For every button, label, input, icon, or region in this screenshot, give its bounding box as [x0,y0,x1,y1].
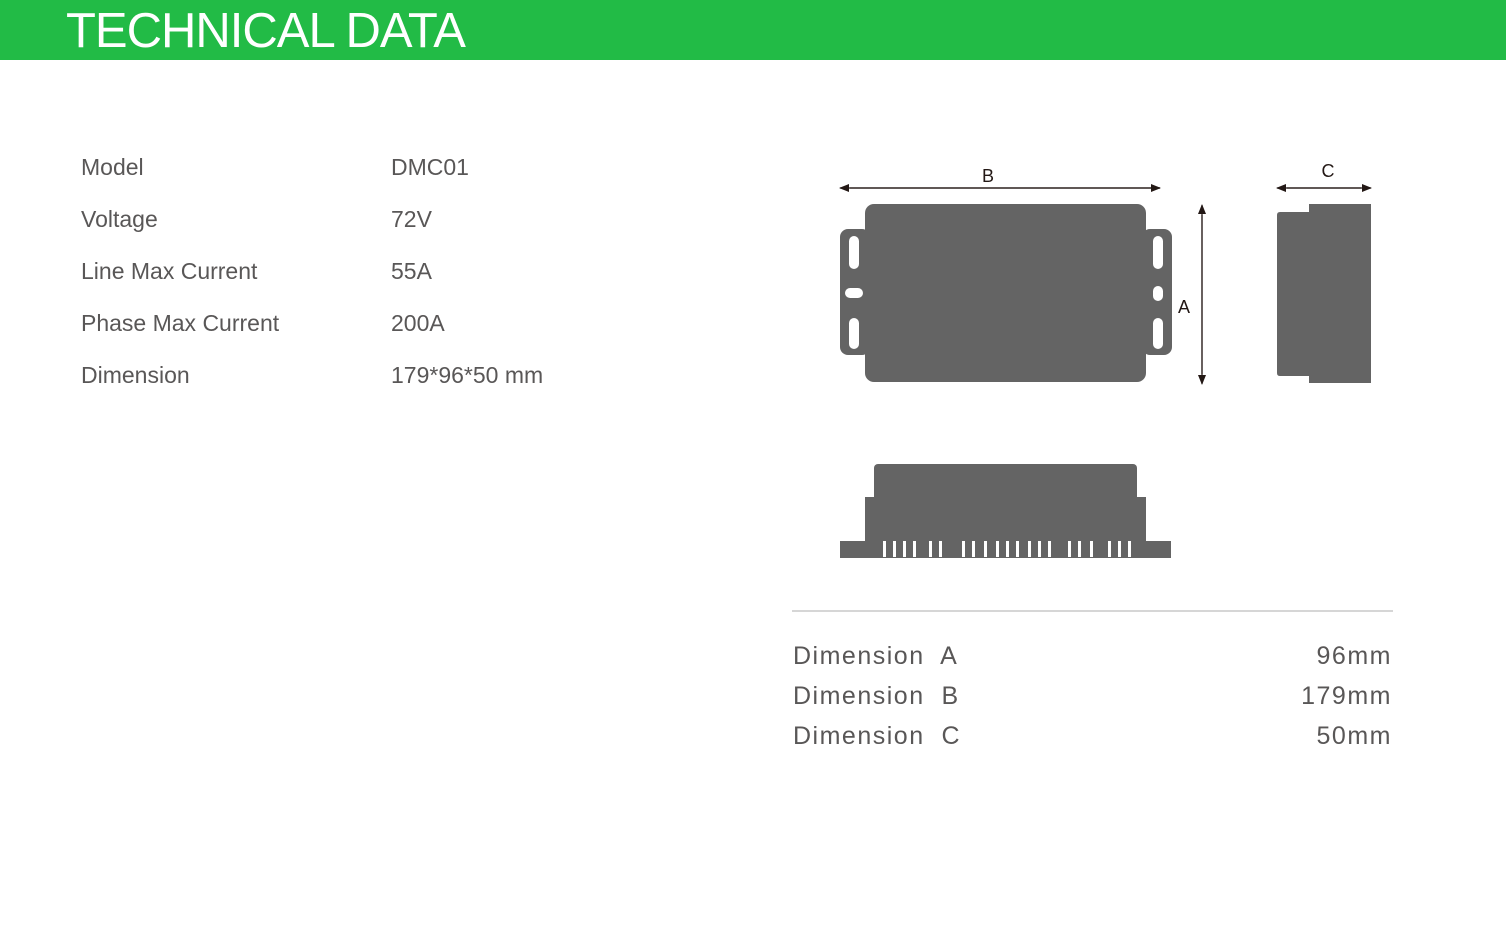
spec-label: Phase Max Current [81,310,280,336]
dimension-b-label: B [982,166,994,186]
dimension-row-b: Dimension B 179mm [793,678,1392,718]
side-view-drawing [1277,204,1371,383]
spec-value: 200A [391,310,445,336]
dimension-row-a: Dimension A 96mm [793,638,1392,678]
mounting-slot [1153,286,1163,301]
front-view-drawing [840,464,1171,558]
mounting-slot [1153,236,1163,269]
dimension-a-label: A [1178,297,1190,317]
dimension-diagram: B A C [839,161,1372,558]
spec-value: DMC01 [391,154,469,180]
spec-value: 55A [391,258,432,284]
front-view-top [874,464,1137,504]
section-divider [792,610,1393,612]
spec-value: 72V [391,206,432,232]
mounting-slot [849,318,859,349]
spec-value: 179*96*50 mm [391,362,544,388]
spec-label: Line Max Current [81,258,258,284]
spec-label: Dimension [81,362,190,388]
dimension-value: 96mm [1316,642,1392,670]
spec-label: Model [81,154,144,180]
mounting-slot [1153,318,1163,349]
front-view-middle [865,497,1146,543]
heatsink-fins [883,541,1131,557]
top-view-drawing [840,204,1172,382]
controller-body [865,204,1146,382]
mounting-slot [845,288,863,298]
header-bar: TECHNICAL DATA [0,0,1506,60]
dimension-label: Dimension B [793,682,960,710]
dimension-label: Dimension C [793,722,962,750]
dimension-value: 179mm [1301,682,1392,710]
dimension-label: Dimension A [793,642,959,670]
page-title: TECHNICAL DATA [66,4,466,58]
mounting-slot [849,236,859,269]
dimension-c-label: C [1322,161,1335,181]
dimension-row-c: Dimension C 50mm [793,718,1392,758]
dimension-value: 50mm [1316,722,1392,750]
dimension-table: Dimension A 96mm Dimension B 179mm Dimen… [793,638,1392,758]
front-view-base [840,541,1171,558]
spec-label: Voltage [81,206,158,232]
